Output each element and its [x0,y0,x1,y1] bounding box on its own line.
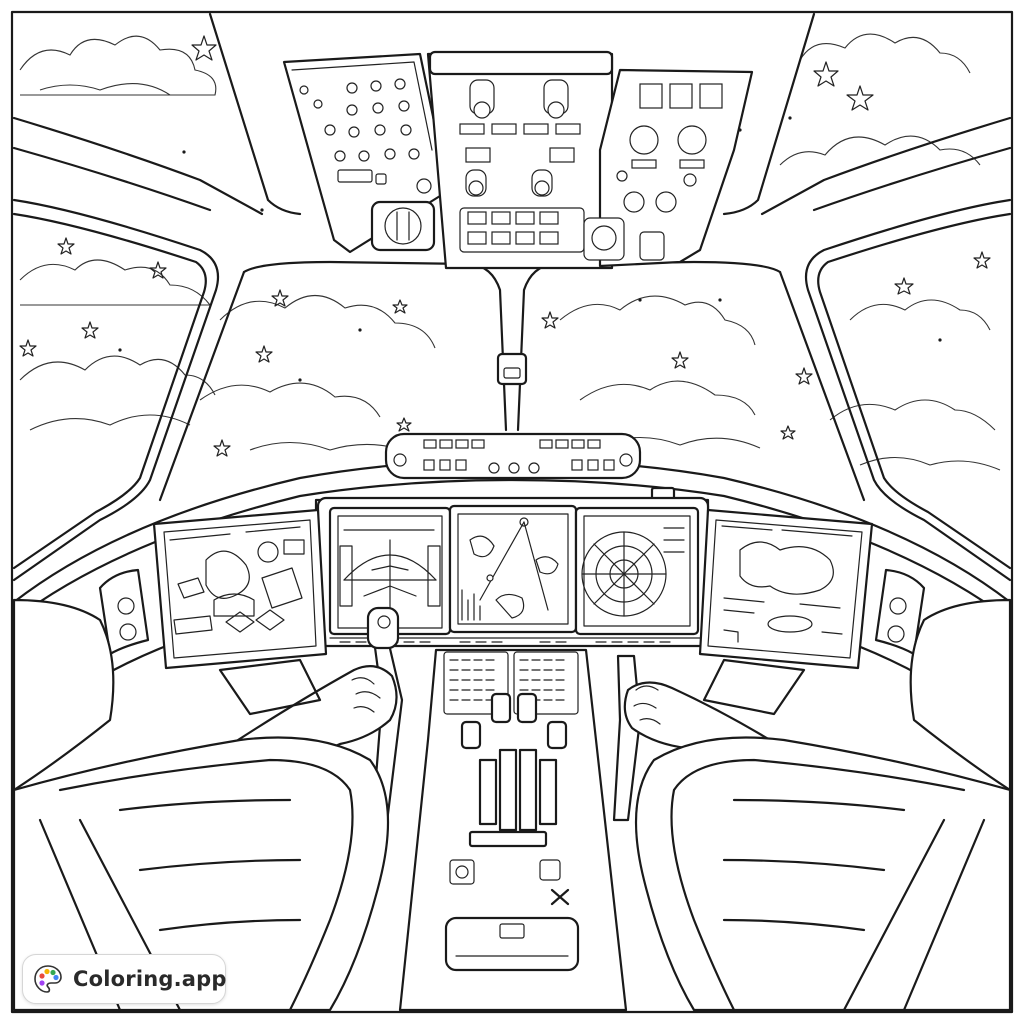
overhead-switches-right [583,83,723,261]
map-display-left [152,508,328,670]
map-display-right [698,508,874,670]
brand-badge[interactable]: Coloring.app [22,954,226,1004]
knob-icon [623,191,645,213]
knob-icon [534,180,550,196]
star-icon [392,299,408,314]
page-border [10,10,1014,1014]
star-icon [213,439,231,457]
knob-icon [547,101,565,119]
windshield-frame [12,12,1012,582]
overhead-knobs-center [459,79,585,253]
brand-name: Coloring.app [73,967,227,991]
pilot-seats [12,598,1012,1012]
star-icon [671,351,689,369]
knob-icon [117,597,135,615]
star-icon [973,251,991,269]
side-controls [98,568,926,656]
star-icon [795,367,813,385]
knob-icon [677,125,707,155]
star-icon [149,261,167,279]
knob-icon [629,125,659,155]
star-icon [894,277,914,295]
palette-icon [34,965,62,993]
instrument-panel [12,496,1012,742]
switch-icon [699,83,723,109]
star-icon [541,311,559,329]
overhead-buttons-left [299,78,432,194]
attitude-indicator-icon [370,200,436,252]
center-pedestal [398,648,628,1012]
navigation-display [448,504,578,634]
star-icon [81,321,99,339]
stars [19,35,991,457]
switch-icon [669,83,693,109]
star-icon [271,289,289,307]
switch-icon [639,83,663,109]
star-icon [57,237,75,255]
autopilot-buttons [423,439,615,474]
knob-icon [468,180,484,196]
star-icon [191,35,217,61]
knob-icon [887,625,905,643]
knob-icon [473,101,491,119]
knob-icon [119,623,137,641]
star-icon [255,345,273,363]
star-icon [19,339,37,357]
knob-icon [655,191,677,213]
star-icon [396,417,412,432]
knob-icon [889,597,907,615]
star-icon [780,425,796,440]
overhead-panel [282,50,754,270]
star-icon [813,61,839,87]
star-icon [846,85,874,111]
radar-display-icon [574,506,700,636]
pedestal-lower-controls [444,859,580,972]
throttle-levers [460,692,568,848]
